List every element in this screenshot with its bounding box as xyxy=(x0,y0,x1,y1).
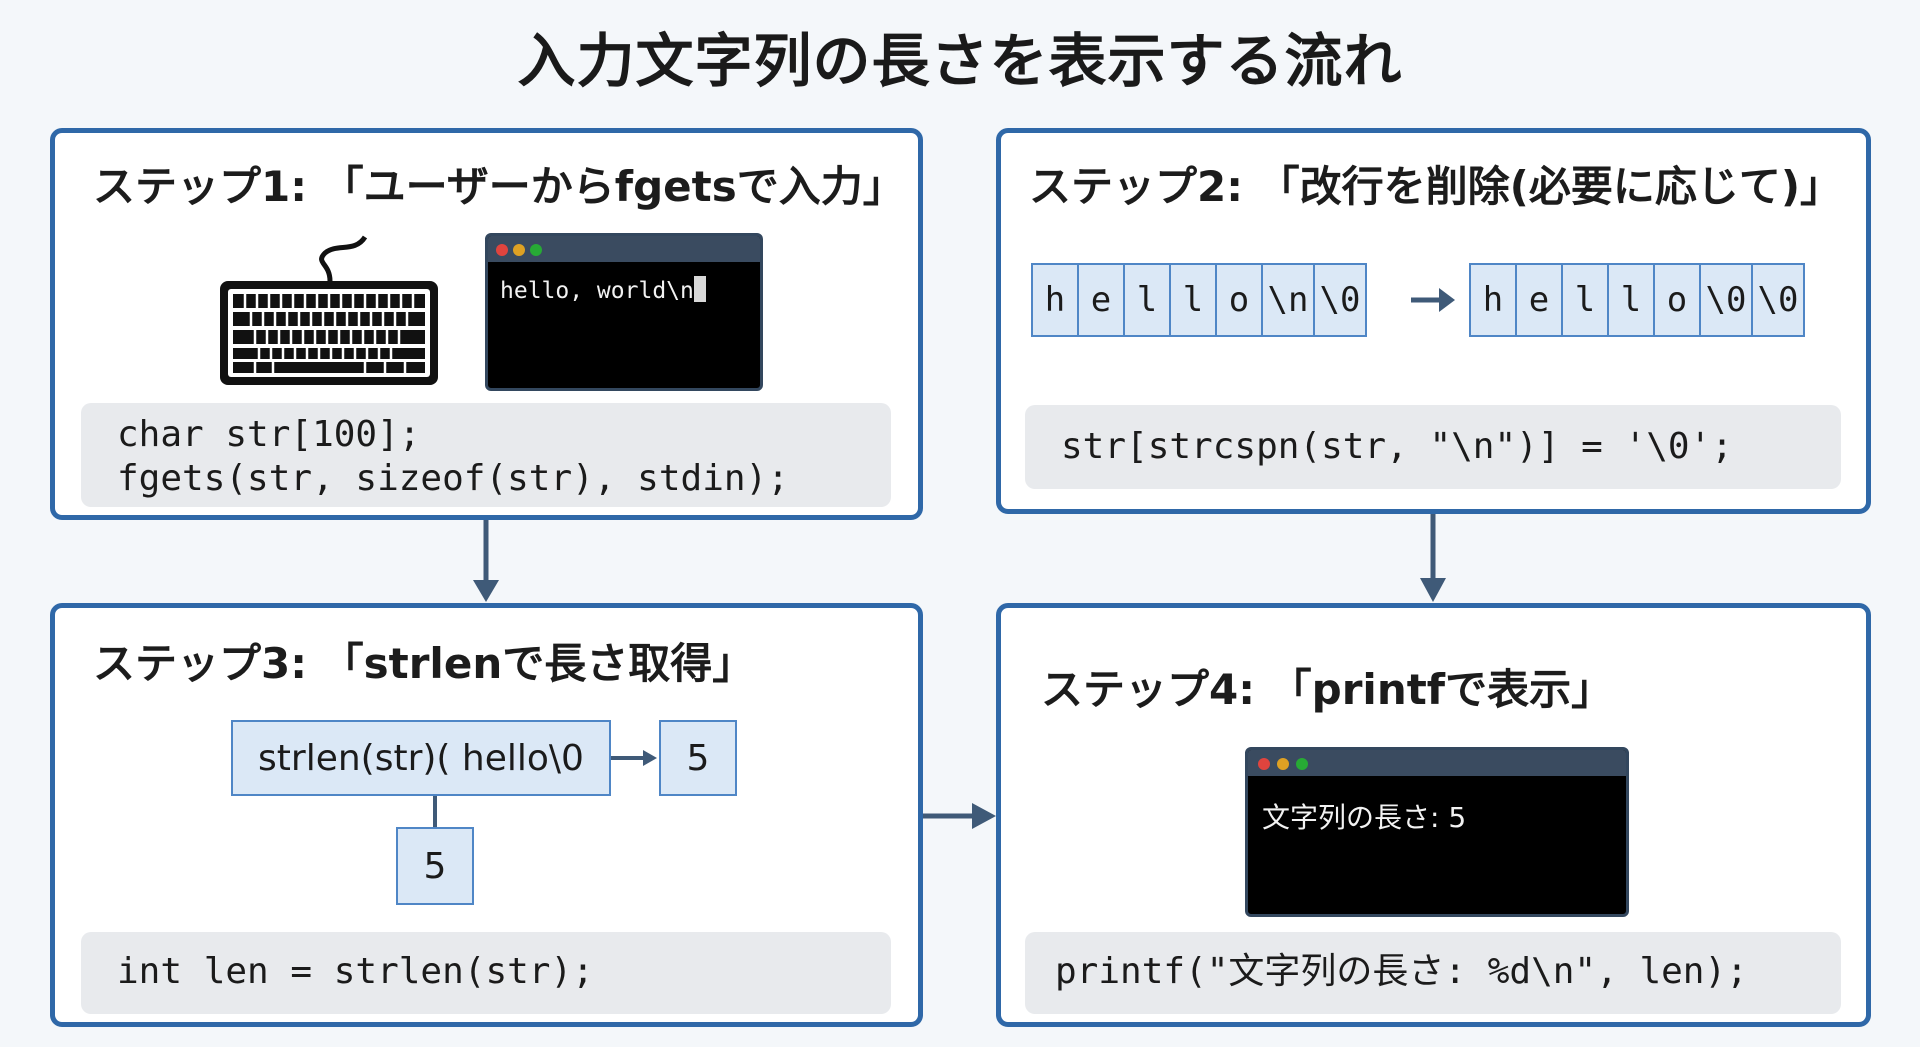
terminal-output-text: 文字列の長さ: 5 xyxy=(1262,801,1467,834)
step1-panel: ステップ1: 「ユーザーからfgetsで入力」 hello, world\n c… xyxy=(50,128,923,520)
array-cell: \0 xyxy=(1751,263,1805,337)
step2-code-block: str[strcspn(str, "\n")] = '\0'; xyxy=(1025,405,1841,489)
array-cell: \n xyxy=(1261,263,1315,337)
close-dot-icon xyxy=(496,244,508,256)
arrow-right-icon xyxy=(1411,288,1455,312)
step3-panel: ステップ3: 「strlenで長さ取得」 strlen(str)( hello\… xyxy=(50,603,923,1027)
code-line: printf("文字列の長さ: %d\n", len); xyxy=(1055,951,1748,992)
array-cell: o xyxy=(1215,263,1263,337)
minimize-dot-icon xyxy=(1277,758,1289,770)
terminal-output-text: hello, world\n xyxy=(500,278,694,304)
code-line: fgets(str, sizeof(str), stdin); xyxy=(117,458,789,499)
text-cursor xyxy=(693,276,706,302)
step4-title: ステップ4: 「printfで表示」 xyxy=(1041,665,1614,714)
array-cell: \0 xyxy=(1313,263,1367,337)
terminal-output: hello, world\n xyxy=(500,276,706,304)
result-box-right: 5 xyxy=(659,720,737,796)
close-dot-icon xyxy=(1258,758,1270,770)
terminal-title-bar xyxy=(488,236,760,262)
step3-code-block: int len = strlen(str); xyxy=(81,932,891,1014)
step4-terminal: 文字列の長さ: 5 xyxy=(1245,747,1629,917)
array-cell: l xyxy=(1169,263,1217,337)
arrow-down-icon xyxy=(1420,514,1446,602)
maximize-dot-icon xyxy=(1296,758,1308,770)
step3-connectors xyxy=(433,750,657,827)
step2-title: ステップ2: 「改行を削除(必要に応じて)」 xyxy=(1029,162,1843,211)
result-box-below: 5 xyxy=(396,827,474,905)
array-cell: e xyxy=(1515,263,1563,337)
array-cell: o xyxy=(1653,263,1701,337)
code-line: str[strcspn(str, "\n")] = '\0'; xyxy=(1061,426,1733,467)
strlen-call-box: strlen(str)( hello\0 xyxy=(231,720,611,796)
page-title: 入力文字列の長さを表示する流れ xyxy=(517,27,1403,95)
step3-title: ステップ3: 「strlenで長さ取得」 xyxy=(93,639,755,688)
array-cell: l xyxy=(1561,263,1609,337)
arrow-down-icon xyxy=(473,520,499,602)
code-line: int len = strlen(str); xyxy=(117,951,594,992)
arrow-right-icon xyxy=(923,803,996,829)
step4-panel: ステップ4: 「printfで表示」 文字列の長さ: 5 printf("文字列… xyxy=(996,603,1871,1027)
step4-code-block: printf("文字列の長さ: %d\n", len); xyxy=(1025,932,1841,1014)
terminal-title-bar xyxy=(1248,750,1626,776)
keyboard-icon xyxy=(220,235,438,385)
array-cell: \0 xyxy=(1699,263,1753,337)
step1-terminal: hello, world\n xyxy=(485,233,763,391)
array-cell: l xyxy=(1607,263,1655,337)
code-line: char str[100]; xyxy=(117,414,421,455)
minimize-dot-icon xyxy=(513,244,525,256)
step1-code-block: char str[100];fgets(str, sizeof(str), st… xyxy=(81,403,891,507)
maximize-dot-icon xyxy=(530,244,542,256)
step1-title: ステップ1: 「ユーザーからfgetsで入力」 xyxy=(93,162,905,211)
